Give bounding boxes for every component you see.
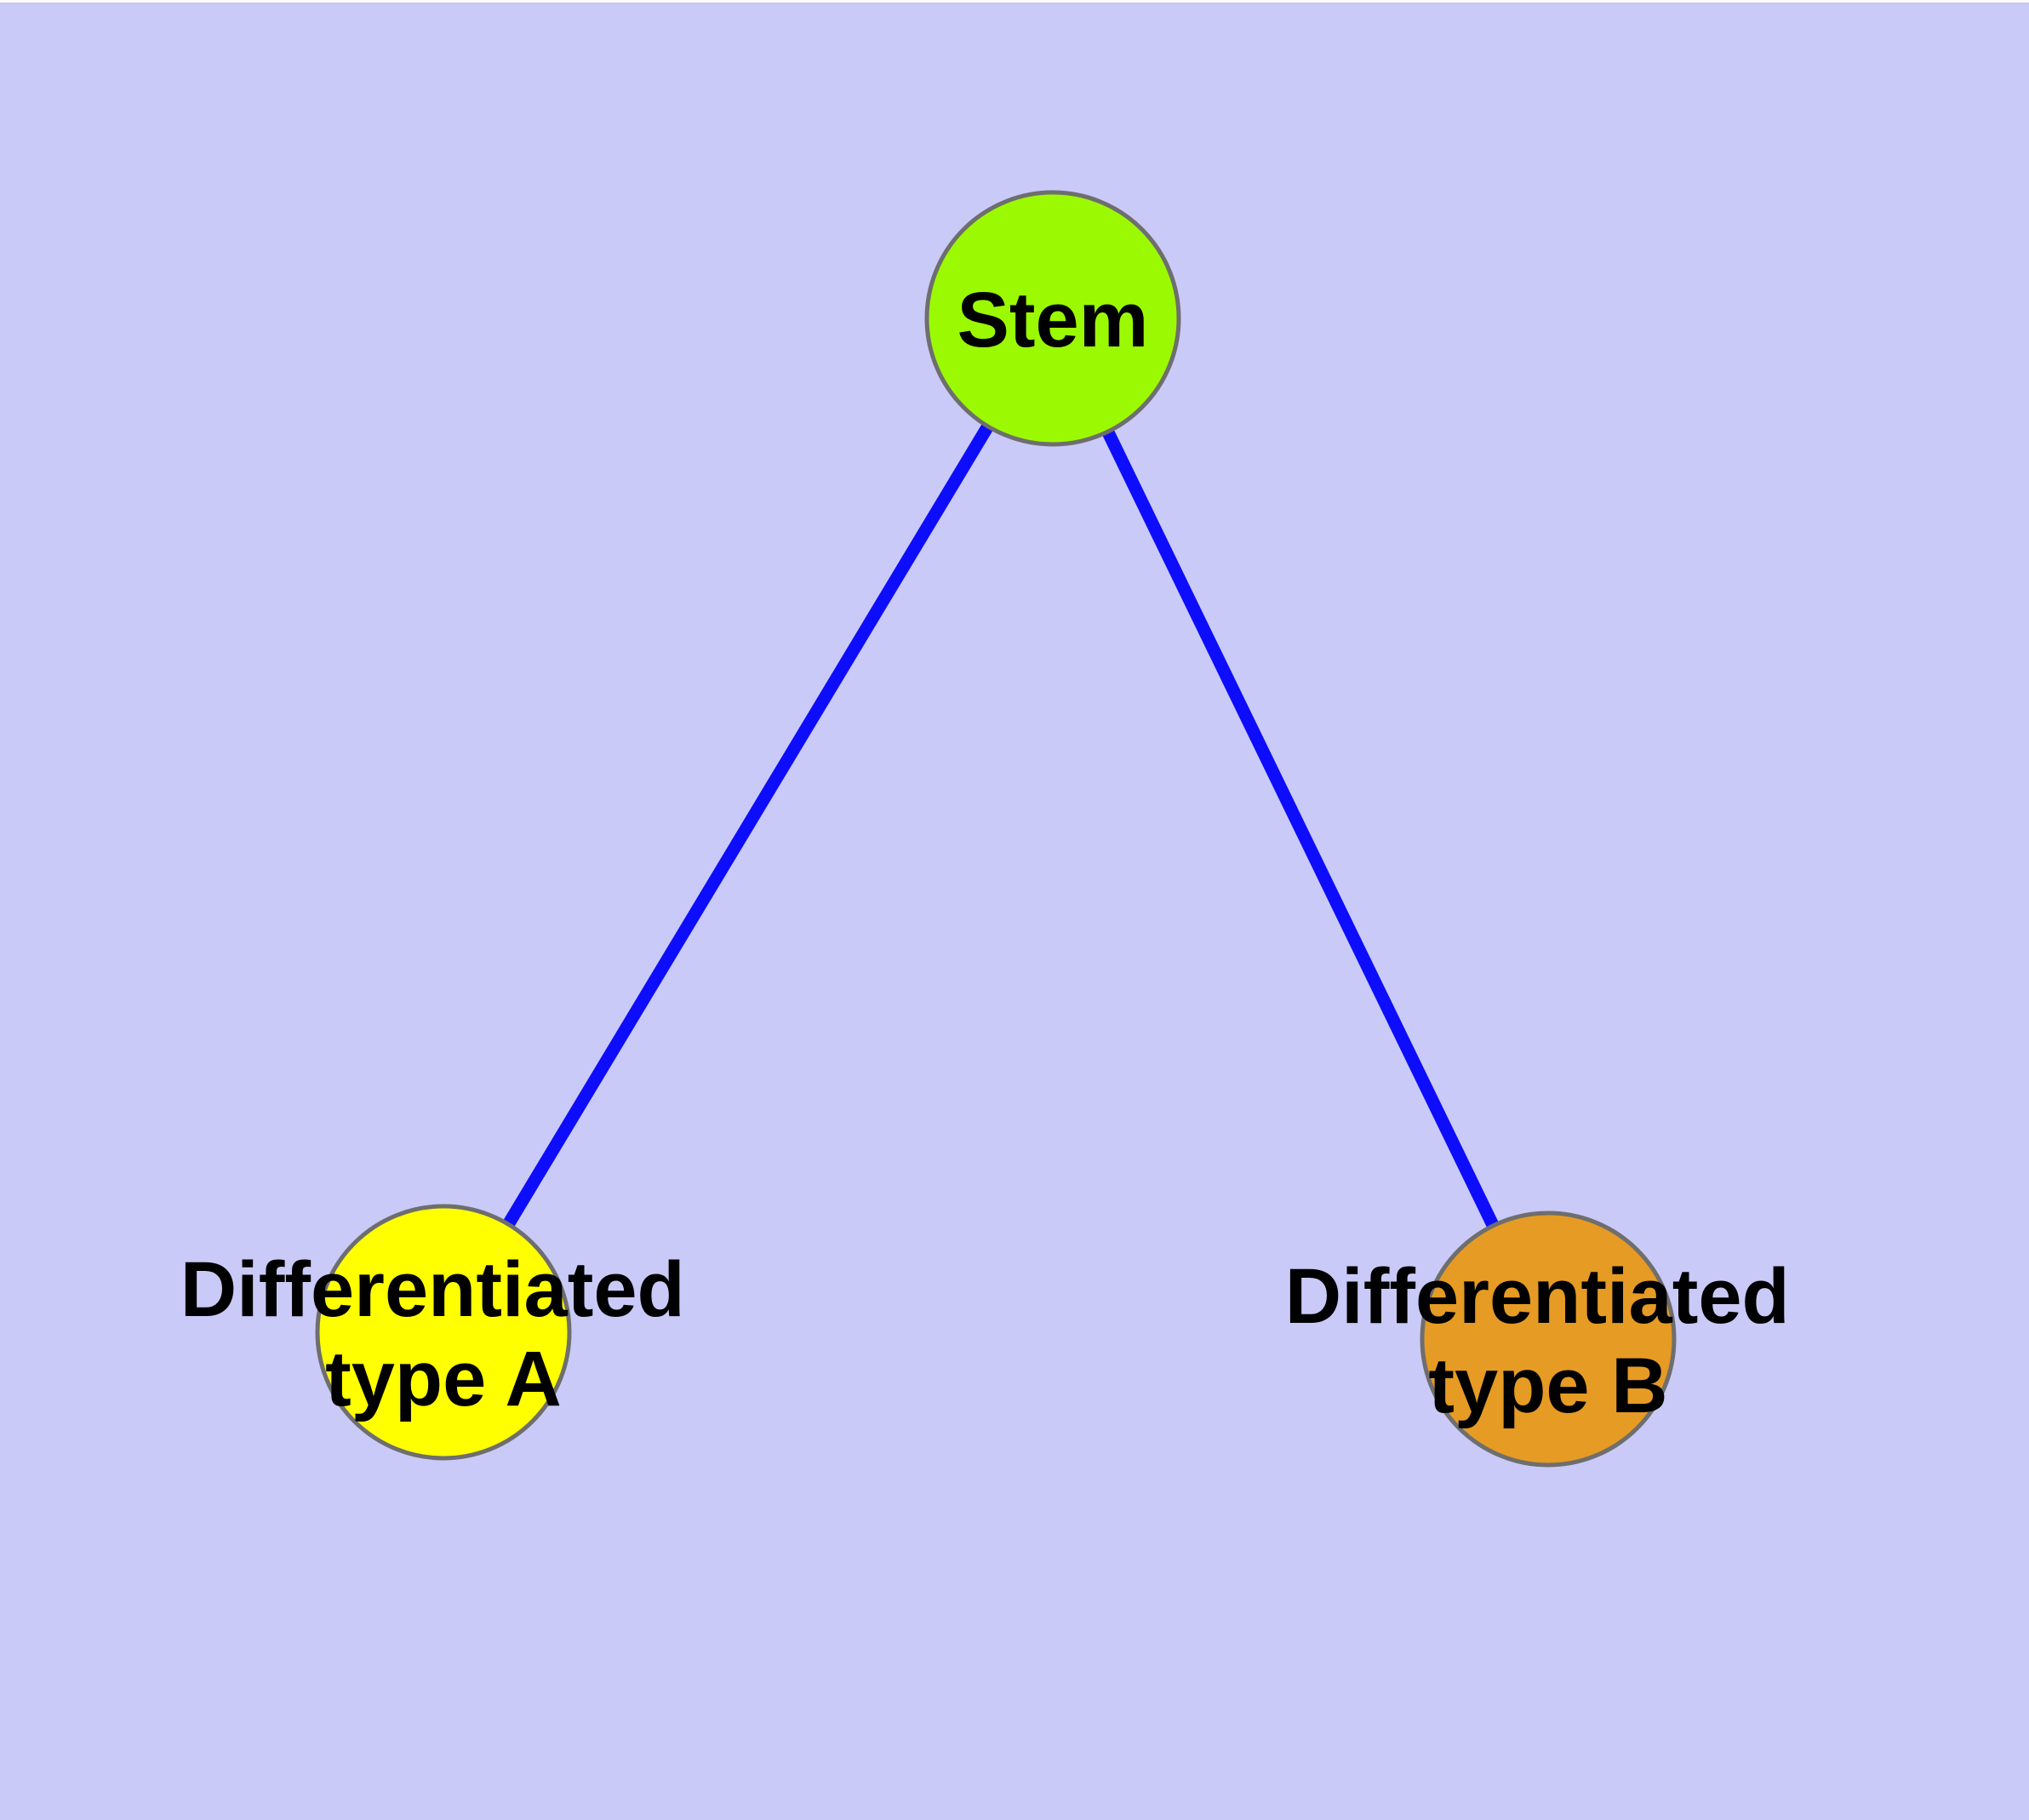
window-top-line — [0, 3, 2029, 4]
differentiated-type-a-label-line2: type A — [325, 1336, 562, 1422]
stem-node — [924, 190, 1181, 447]
differentiated-type-a-label: Differentiated type A — [180, 1246, 707, 1422]
edge-stem-to-type-a — [437, 315, 1059, 1336]
differentiated-type-b-label: Differentiated type B — [1285, 1253, 1812, 1429]
differentiated-type-b-label-line1: Differentiated — [1285, 1253, 1790, 1340]
differentiated-type-b-node — [1420, 1210, 1677, 1468]
differentiated-type-b-label-line2: type B — [1428, 1342, 1667, 1429]
differentiated-type-a-node — [315, 1204, 572, 1461]
stem-node-label: Stem — [957, 277, 1149, 363]
differentiated-type-a-label-line1: Differentiated — [180, 1246, 685, 1333]
window-top-strip — [0, 0, 2029, 3]
edge-stem-to-type-b — [1047, 315, 1554, 1342]
